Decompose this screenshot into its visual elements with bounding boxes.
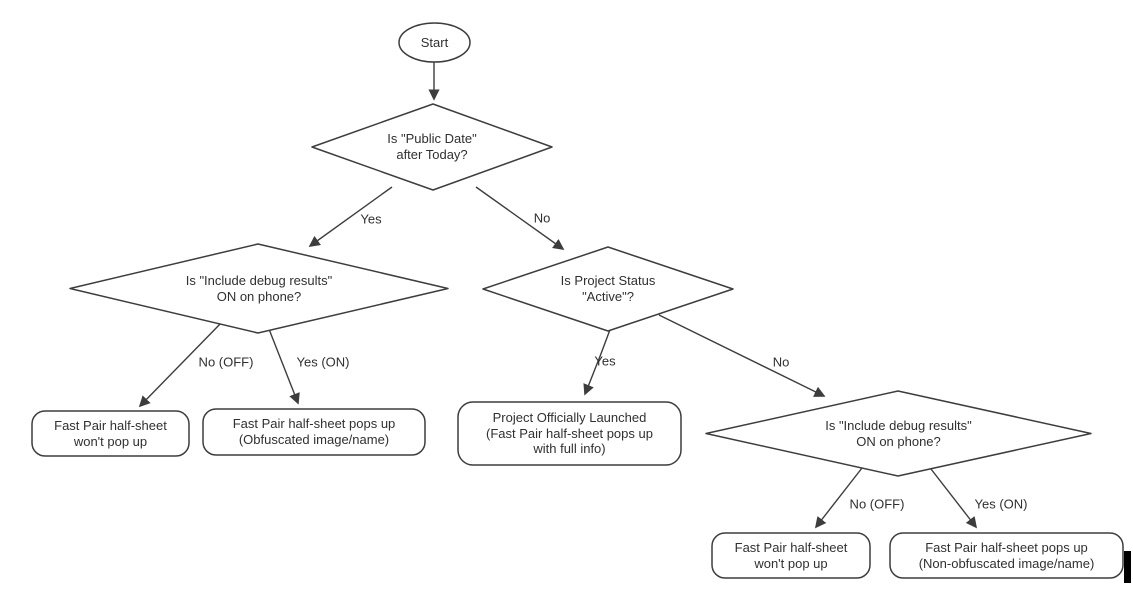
terminal-wont-pop-up-left-shape — [31, 410, 190, 457]
shape-layer — [31, 22, 1124, 579]
edge-public-date-no — [475, 186, 565, 250]
decision-debug-left-label: Is "Include debug results" ON on phone? — [185, 272, 333, 304]
terminal-wont-pop-up-left-label: Fast Pair half-sheet won't pop up — [54, 417, 167, 449]
terminal-wont-pop-up-right-label: Fast Pair half-sheet won't pop up — [734, 539, 848, 571]
edge-status-no — [658, 314, 826, 397]
terminal-launched-shape — [457, 401, 682, 466]
decision-debug-right-label: Is "Include debug results" ON on phone? — [825, 417, 972, 449]
edge-label-public-date-yes: Yes — [360, 211, 382, 227]
terminal-obfuscated-shape — [202, 408, 426, 456]
edge-label-debug-right-yes-on: Yes (ON) — [974, 496, 1028, 512]
edge-label-public-date-no: No — [533, 210, 551, 226]
terminal-obfuscated-label: Fast Pair half-sheet pops up (Obfuscated… — [232, 416, 396, 447]
edge-label-debug-left-no-off: No (OFF) — [198, 354, 254, 370]
text-cursor — [1124, 551, 1131, 583]
decision-project-status-shape — [482, 246, 734, 332]
edge-layer — [138, 62, 978, 529]
edge-label-status-yes: Yes — [594, 353, 616, 369]
edge-debug-left-no-off — [138, 320, 224, 408]
decision-public-date-shape — [311, 103, 553, 191]
terminal-non-obfuscated-label: Fast Pair half-sheet pops up (Non-obfusc… — [918, 539, 1095, 571]
edge-label-debug-left-yes-on: Yes (ON) — [296, 354, 350, 370]
terminal-wont-pop-up-right-shape — [711, 532, 871, 579]
decision-public-date-label: Is "Public Date" after Today? — [387, 131, 477, 162]
edge-debug-left-yes-on — [266, 323, 300, 405]
edge-debug-right-yes-on — [930, 468, 978, 529]
start-oval-shape — [398, 22, 471, 63]
decision-project-status-label: Is Project Status "Active"? — [560, 273, 656, 304]
edge-public-date-yes — [308, 186, 393, 247]
start-label: Start — [420, 34, 449, 50]
decision-debug-right-shape — [705, 390, 1092, 477]
edge-status-yes — [583, 326, 612, 396]
decision-debug-left-shape — [69, 243, 449, 334]
terminal-non-obfuscated-shape — [889, 532, 1124, 579]
edge-debug-right-no-off — [814, 467, 863, 529]
edge-label-debug-right-no-off: No (OFF) — [849, 496, 905, 512]
terminal-launched-label: Project Officially Launched (Fast Pair h… — [486, 409, 653, 457]
edge-label-status-no: No — [772, 354, 790, 370]
